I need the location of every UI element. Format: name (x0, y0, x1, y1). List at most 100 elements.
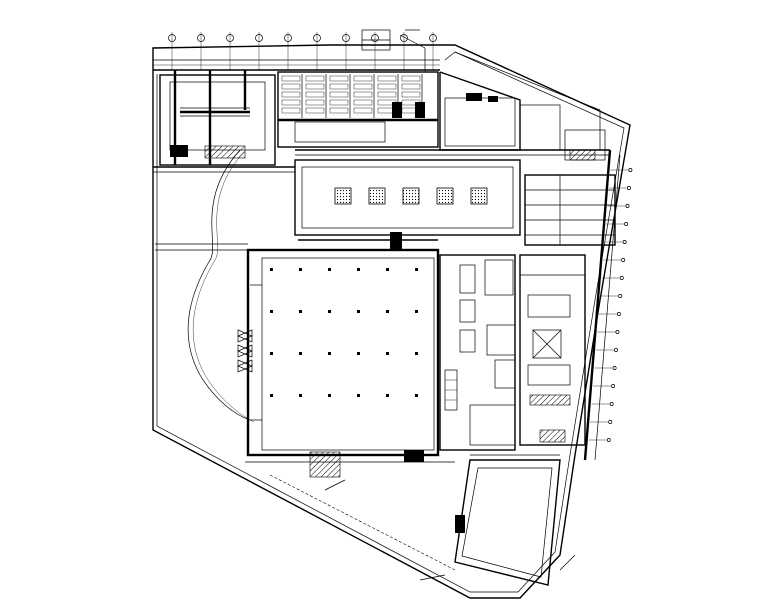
seat-row (329, 99, 349, 106)
grid-marker-bubble (284, 34, 292, 42)
structural-column (270, 268, 273, 271)
structural-column (299, 394, 302, 397)
seat-row (353, 91, 373, 98)
skylight (470, 187, 488, 205)
skylight-atrium (294, 159, 521, 236)
structural-column (299, 310, 302, 313)
elevator-core (519, 254, 586, 446)
dimension-node (628, 168, 633, 172)
south-frontage (245, 461, 576, 581)
structural-column (415, 352, 418, 355)
east-dimension-ticks (588, 168, 633, 442)
dimension-node (612, 366, 617, 370)
structural-column (299, 352, 302, 355)
seat-row (377, 83, 397, 90)
structural-column (386, 352, 389, 355)
seat-row (353, 107, 373, 114)
seat-row (281, 75, 301, 82)
seat-row (401, 107, 421, 114)
structural-column (270, 310, 273, 313)
dimension-node (625, 204, 630, 208)
north-service-strip (153, 29, 440, 72)
seat-row (377, 107, 397, 114)
structural-column (357, 268, 360, 271)
west-entrance (237, 329, 253, 373)
seat-row (353, 99, 373, 106)
seat-row (329, 75, 349, 82)
seat-row (281, 83, 301, 90)
service-rooms (439, 254, 516, 451)
grid-marker-bubble (197, 34, 205, 42)
dimension-node (611, 384, 616, 388)
seat-row (353, 75, 373, 82)
seat-row (281, 91, 301, 98)
dimension-node (621, 258, 626, 262)
skylight (436, 187, 454, 205)
skylight (368, 187, 386, 205)
seating-block (277, 71, 439, 148)
dimension-node (606, 438, 611, 442)
south-east-courtyard (454, 454, 561, 586)
seat-row (401, 75, 421, 82)
seat-row (377, 91, 397, 98)
structural-column (328, 268, 331, 271)
curved-walkway (187, 149, 255, 423)
hall-north-west (159, 70, 276, 166)
dimension-node (614, 348, 618, 352)
dimension-node (624, 222, 629, 226)
seat-row (281, 99, 301, 106)
seat-row (329, 83, 349, 90)
dimension-node (616, 312, 621, 316)
seat-row (377, 99, 397, 106)
seat-row (305, 83, 325, 90)
grid-marker-bubble (371, 34, 379, 42)
seat-row (401, 99, 421, 106)
structural-column (357, 394, 360, 397)
structural-column (415, 310, 418, 313)
grid-marker-bubble (400, 34, 408, 42)
seat-row (401, 91, 421, 98)
dimension-node (622, 240, 627, 244)
seat-row (329, 91, 349, 98)
east-bays (524, 149, 621, 461)
structural-column (415, 394, 418, 397)
structural-column (415, 268, 418, 271)
seat-row (401, 83, 421, 90)
seat-row (305, 91, 325, 98)
seat-row (329, 107, 349, 114)
grid-marker-bubble (342, 34, 350, 42)
seat-row (305, 107, 325, 114)
dimension-node (619, 276, 624, 280)
structural-column (357, 310, 360, 313)
structural-column (386, 394, 389, 397)
seat-row (305, 99, 325, 106)
dimension-node (618, 294, 623, 298)
dimension-node (609, 402, 614, 406)
skylight (334, 187, 352, 205)
structural-column (270, 352, 273, 355)
structural-column (328, 310, 331, 313)
seat-row (377, 75, 397, 82)
dimension-node (627, 186, 631, 190)
main-hall (155, 232, 440, 478)
structural-column (357, 352, 360, 355)
skylight (402, 187, 420, 205)
structural-column (270, 394, 273, 397)
seat-row (353, 83, 373, 90)
site-boundary (152, 44, 631, 599)
seat-row (281, 107, 301, 114)
grid-marker-bubble (226, 34, 234, 42)
structural-column (299, 268, 302, 271)
grid-marker-bubble (429, 34, 437, 42)
dimension-node (615, 330, 620, 334)
seat-row (305, 75, 325, 82)
column-grid-markers (168, 32, 437, 70)
structural-column (386, 310, 389, 313)
grid-marker-bubble (255, 34, 263, 42)
north-east-wing (439, 51, 606, 161)
dimension-node (608, 420, 613, 424)
structural-column (328, 394, 331, 397)
grid-marker-bubble (313, 34, 321, 42)
structural-column (386, 268, 389, 271)
